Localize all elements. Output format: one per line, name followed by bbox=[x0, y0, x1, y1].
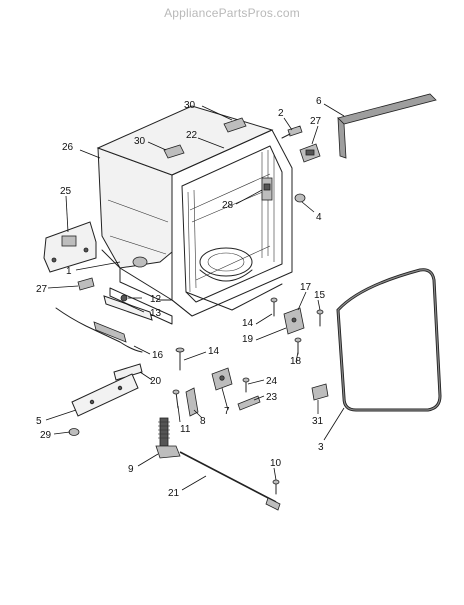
callout-18: 18 bbox=[290, 356, 302, 367]
latch-28 bbox=[261, 177, 273, 201]
screw-2 bbox=[281, 125, 303, 139]
callout-7: 7 bbox=[224, 406, 230, 417]
callout-31: 31 bbox=[312, 416, 324, 427]
bracket-17 bbox=[283, 307, 305, 335]
callout-19: 19 bbox=[242, 334, 254, 345]
bracket-20 bbox=[113, 363, 143, 381]
callout-28: 28 bbox=[222, 200, 234, 211]
bracket-8 bbox=[185, 387, 199, 417]
callout-2: 2 bbox=[278, 108, 284, 119]
callout-15: 15 bbox=[314, 290, 326, 301]
callout-20: 20 bbox=[150, 376, 162, 387]
callout-30-left: 30 bbox=[134, 136, 146, 147]
connector-31 bbox=[311, 383, 329, 401]
top-clip-b bbox=[163, 144, 185, 159]
screw-24 bbox=[242, 377, 250, 393]
door-seal-strip bbox=[337, 93, 437, 159]
cap-4 bbox=[294, 193, 306, 203]
door-gasket-3 bbox=[336, 268, 442, 412]
callout-27-upper: 27 bbox=[310, 116, 322, 127]
callout-16: 16 bbox=[152, 350, 164, 361]
callout-4: 4 bbox=[316, 212, 322, 223]
callout-25: 25 bbox=[60, 186, 72, 197]
callout-5: 5 bbox=[36, 416, 42, 427]
screw-10 bbox=[272, 479, 280, 495]
callout-17: 17 bbox=[300, 282, 312, 293]
bracket-12 bbox=[103, 294, 153, 321]
kick-panel-5 bbox=[71, 373, 139, 417]
callout-21: 21 bbox=[168, 488, 180, 499]
bracket-27-lower bbox=[77, 277, 95, 291]
callout-30-top: 30 bbox=[184, 100, 196, 111]
callout-9: 9 bbox=[128, 464, 134, 475]
screw-18 bbox=[294, 337, 302, 355]
leveling-leg-9 bbox=[155, 417, 181, 459]
callout-27-lower: 27 bbox=[36, 284, 48, 295]
callout-14-center: 14 bbox=[208, 346, 220, 357]
callout-23: 23 bbox=[266, 392, 278, 403]
callout-14-right: 14 bbox=[242, 318, 254, 329]
side-bracket bbox=[43, 221, 97, 273]
callout-22: 22 bbox=[186, 130, 198, 141]
hinge-7 bbox=[211, 367, 233, 391]
callout-24: 24 bbox=[266, 376, 278, 387]
callout-11: 11 bbox=[180, 424, 191, 435]
callout-12: 12 bbox=[150, 294, 162, 305]
watermark: AppliancePartsPros.com bbox=[164, 6, 300, 20]
clip-23 bbox=[237, 395, 261, 411]
callout-labels: 30 2 6 27 26 30 22 28 4 25 1 27 12 13 17… bbox=[36, 96, 326, 499]
screw-14-right bbox=[270, 297, 278, 317]
leveling-rod-21 bbox=[179, 451, 281, 511]
callout-6: 6 bbox=[316, 96, 322, 107]
bracket-27-upper bbox=[299, 143, 321, 163]
callout-10: 10 bbox=[270, 458, 282, 469]
leader-lines bbox=[45, 103, 345, 491]
wire-harness-16 bbox=[55, 307, 143, 353]
callout-1: 1 bbox=[66, 266, 72, 277]
screw-11 bbox=[172, 389, 180, 409]
callout-26: 26 bbox=[62, 142, 74, 153]
cap-29 bbox=[68, 428, 80, 436]
callout-29: 29 bbox=[40, 430, 52, 441]
screw-14-center bbox=[175, 347, 185, 371]
callout-8: 8 bbox=[200, 416, 206, 427]
top-clip-a bbox=[223, 117, 247, 133]
callout-13: 13 bbox=[150, 308, 162, 319]
callout-3: 3 bbox=[318, 442, 324, 453]
screw-15 bbox=[316, 309, 324, 327]
